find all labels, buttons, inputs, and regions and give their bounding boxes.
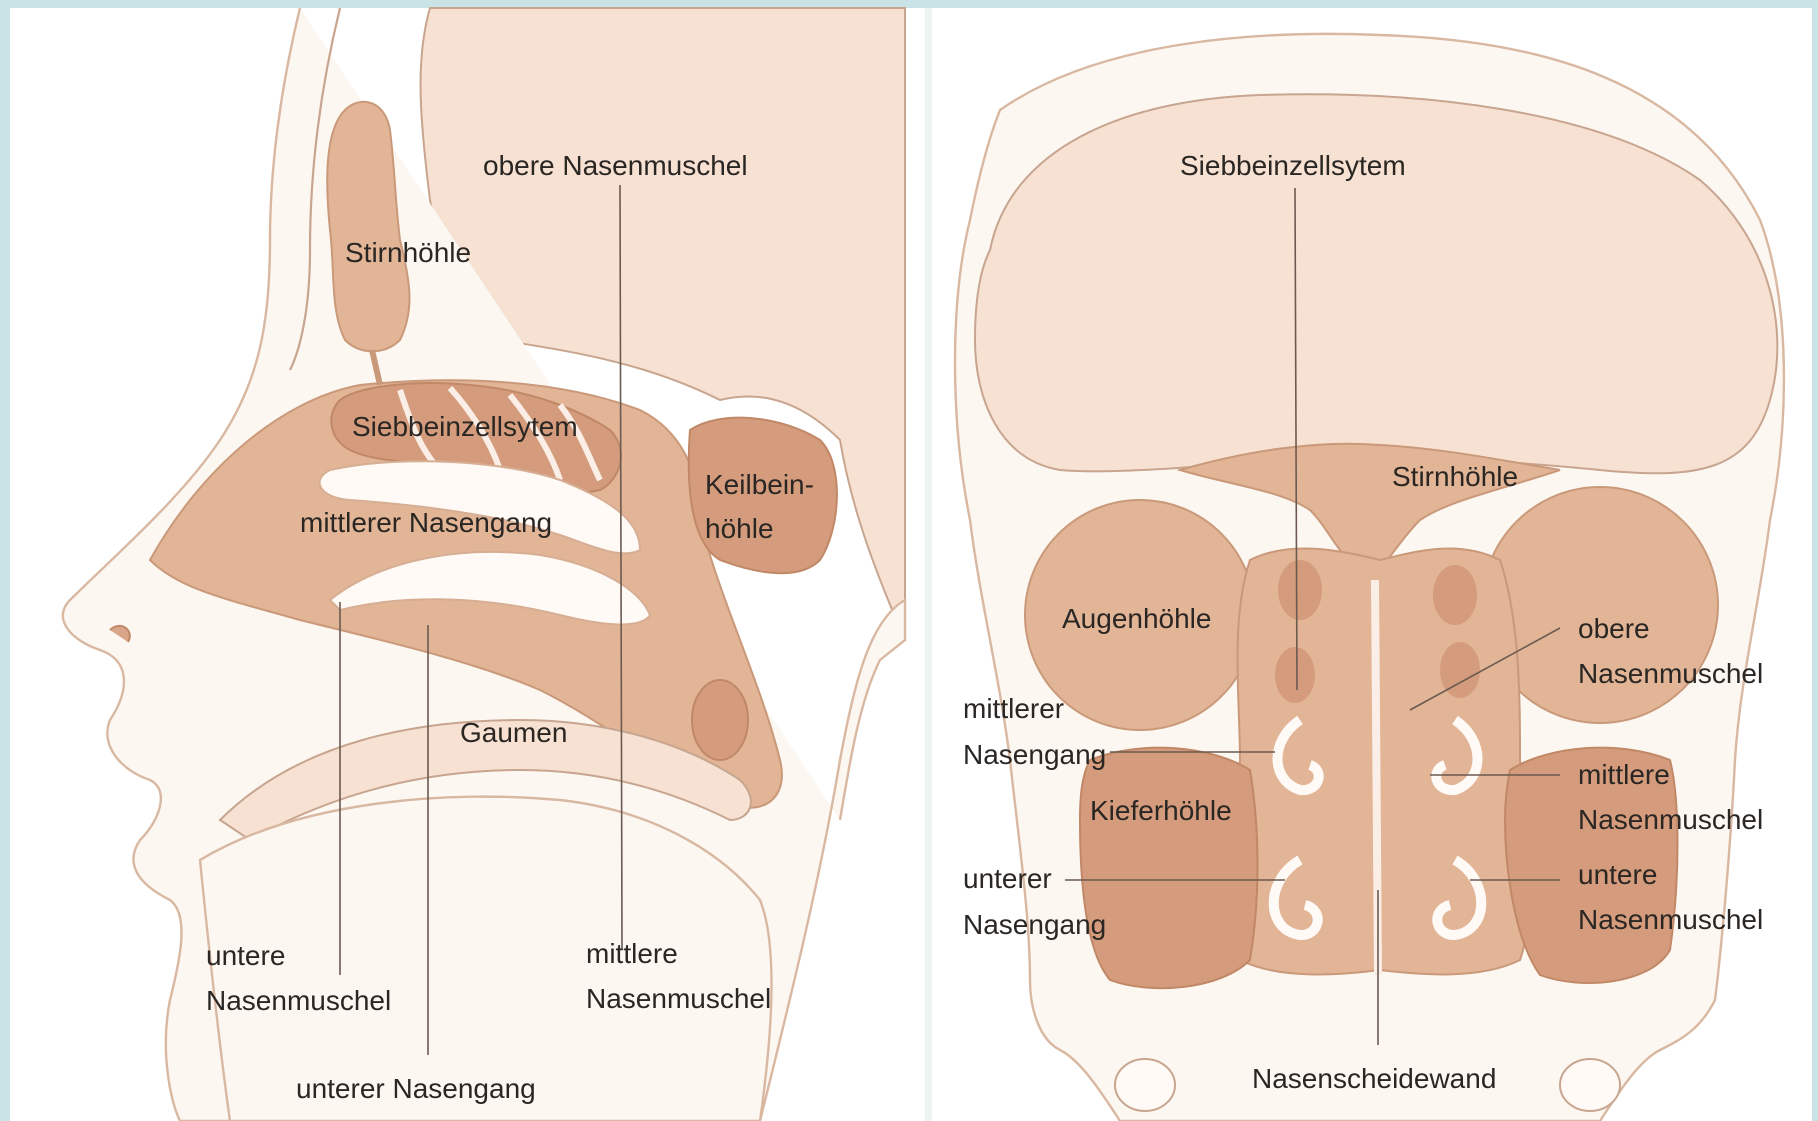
label-obere-nasenmuschel: obere Nasenmuschel	[483, 150, 748, 181]
label-r-kieferhoehle: Kieferhöhle	[1090, 795, 1232, 826]
label-r-untere-nasenmuschel-1: untere	[1578, 859, 1657, 890]
label-untere-nasenmuschel-1: untere	[206, 940, 285, 971]
label-r-unterer-nasengang-2: Nasengang	[963, 909, 1106, 940]
label-r-mittlerer-nasengang-2: Nasengang	[963, 739, 1106, 770]
label-r-untere-nasenmuschel-2: Nasenmuschel	[1578, 904, 1763, 935]
label-r-obere-nasenmuschel-1: obere	[1578, 613, 1650, 644]
label-mittlere-nasenmuschel-1: mittlere	[586, 938, 678, 969]
label-siebbeinzellsytem: Siebbeinzellsytem	[352, 411, 578, 442]
label-untere-nasenmuschel-2: Nasenmuschel	[206, 985, 391, 1016]
label-r-siebbeinzellsytem: Siebbeinzellsytem	[1180, 150, 1406, 181]
panel-divider	[925, 8, 932, 1121]
label-keilbein-1: Keilbein-	[705, 469, 814, 500]
label-mittlere-nasenmuschel-2: Nasenmuschel	[586, 983, 771, 1014]
label-r-mittlere-nasenmuschel-1: mittlere	[1578, 759, 1670, 790]
label-r-obere-nasenmuschel-2: Nasenmuschel	[1578, 658, 1763, 689]
label-mittlerer-nasengang: mittlerer Nasengang	[300, 507, 552, 538]
label-keilbein-2: höhle	[705, 513, 774, 544]
label-r-mittlere-nasenmuschel-2: Nasenmuschel	[1578, 804, 1763, 835]
label-r-stirnhoehle: Stirnhöhle	[1392, 461, 1518, 492]
label-r-unterer-nasengang-1: unterer	[963, 863, 1052, 894]
label-stirnhoehle: Stirnhöhle	[345, 237, 471, 268]
label-r-augenhoehle: Augenhöhle	[1062, 603, 1211, 634]
label-unterer-nasengang: unterer Nasengang	[296, 1073, 536, 1104]
coronal-illustration	[955, 34, 1784, 1121]
label-r-nasenscheidewand: Nasenscheidewand	[1252, 1063, 1496, 1094]
label-gaumen: Gaumen	[460, 717, 567, 748]
label-r-mittlerer-nasengang-1: mittlerer	[963, 693, 1064, 724]
